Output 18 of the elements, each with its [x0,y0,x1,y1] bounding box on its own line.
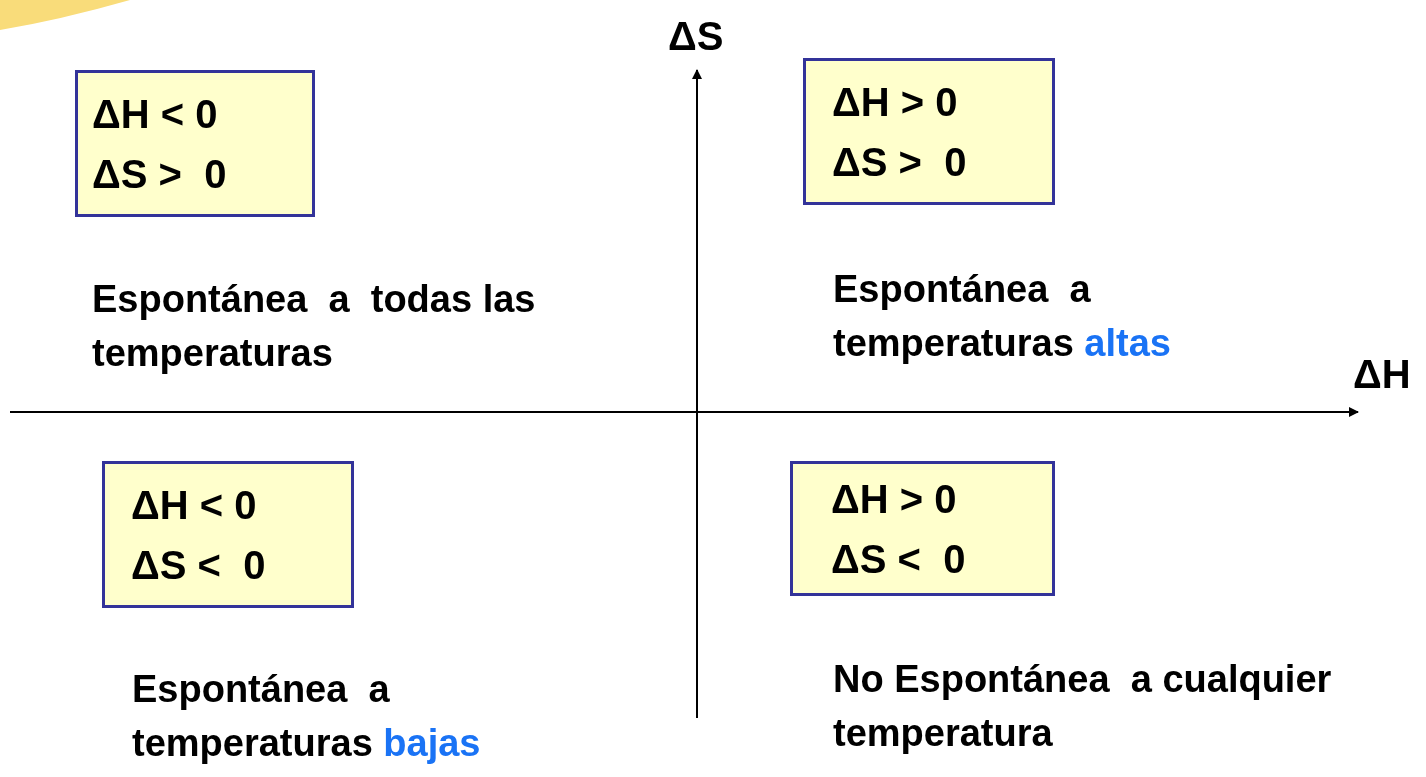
condition-box [75,70,315,217]
condition-text: ΔH > 0 [832,78,959,126]
axis-label: ΔS [668,13,724,60]
condition-box [803,58,1055,205]
axis-label: ΔH [1353,351,1411,398]
quadrant-description: Espontánea a temperaturas bajas [132,667,482,766]
condition-text: ΔS < 0 [131,541,267,589]
condition-box [102,461,354,608]
quadrant-description: Espontánea a todas las temperaturas [92,277,537,376]
condition-text: ΔH > 0 [831,475,958,523]
condition-text: ΔS > 0 [832,138,968,186]
condition-text: ΔS > 0 [92,150,228,198]
condition-text: ΔH < 0 [92,90,219,138]
condition-text: ΔS < 0 [831,535,967,583]
condition-text: ΔH < 0 [131,481,258,529]
quadrant-description: No Espontánea a cualquier temperatura [833,657,1333,756]
condition-box [790,461,1055,596]
quadrant-description: Espontánea a temperaturas altas [833,267,1172,366]
